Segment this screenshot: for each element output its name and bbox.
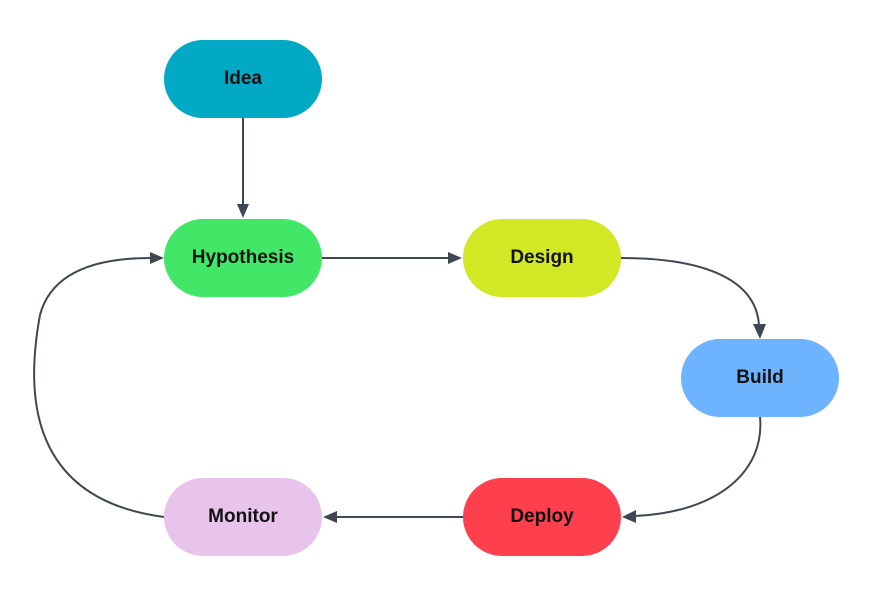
edge-design-to-build [620,257,760,327]
node-hypothesis-label: Hypothesis [191,247,295,268]
edge-monitor-to-hypothesis [33,257,165,518]
node-design: Design [463,219,621,297]
edge-build-to-deploy [634,416,762,517]
node-hypothesis: Hypothesis [164,219,322,297]
node-idea: Idea [164,40,322,118]
node-build-label: Build [736,367,784,388]
node-build: Build [681,339,839,417]
node-deploy: Deploy [463,478,621,556]
arrowhead-monitor-to-hypothesis [150,252,164,264]
arrowhead-hypothesis-to-design [448,252,462,264]
arrowhead-build-to-deploy [622,510,636,523]
node-idea-label: Idea [223,68,263,89]
arrowhead-design-to-build [753,324,766,339]
node-design-label: Design [510,247,574,268]
node-deploy-label: Deploy [510,506,574,527]
node-monitor-label: Monitor [208,506,278,527]
node-monitor: Monitor [164,478,322,556]
arrowhead-deploy-to-monitor [323,511,337,523]
arrowhead-idea-to-hypothesis [237,204,249,218]
